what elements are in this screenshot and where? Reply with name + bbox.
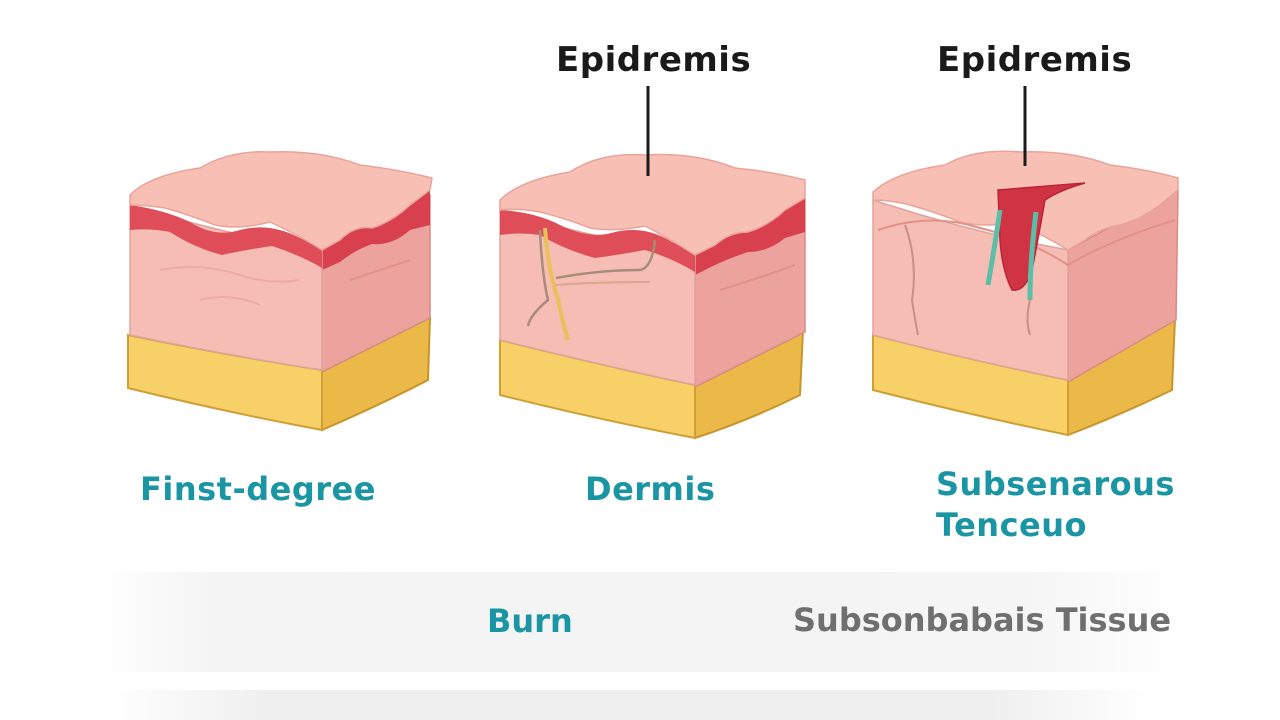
skin-block-subcutaneous <box>872 150 1179 437</box>
footer-band <box>96 572 1186 672</box>
caption-subcutaneous-line1: Subsenarous <box>936 465 1175 503</box>
caption-subcutaneous-line2: Tenceuo <box>936 506 1087 544</box>
callout-epidermis-right: Epidremis <box>937 40 1133 80</box>
footer-tissue-label: Subsonbabais Tissue <box>793 601 1172 639</box>
callout-epidermis-middle: Epidremis <box>556 40 752 80</box>
caption-first-degree: Finst-degree <box>140 470 376 508</box>
caption-dermis: Dermis <box>585 470 716 508</box>
footer-burn-label: Burn <box>487 602 573 640</box>
skin-block-dermis <box>499 153 806 440</box>
footer-band-lower <box>110 690 1150 720</box>
skin-block-first-degree <box>127 151 433 432</box>
